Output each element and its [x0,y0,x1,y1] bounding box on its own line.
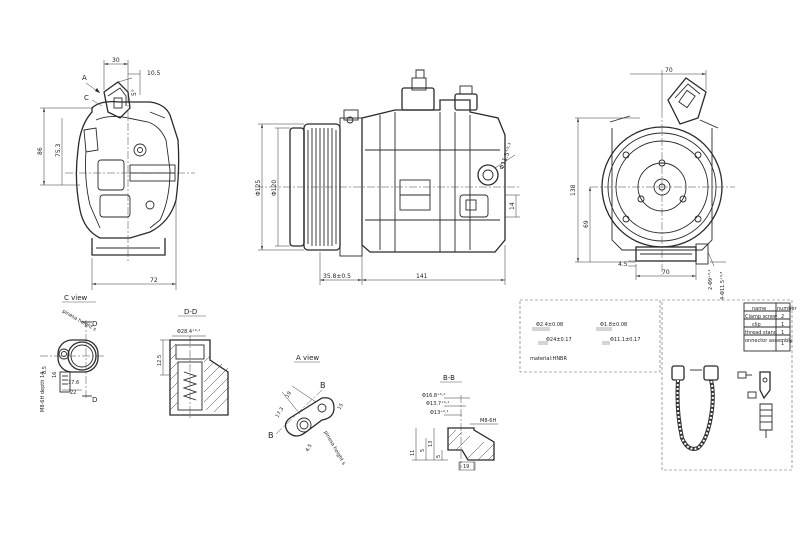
a-view-title: A view [296,354,319,362]
front-left-view: 30 10.5 5° A C 86 75.3 72 [37,57,195,290]
oring-label-1: Φ2.4±0.08 [536,322,563,328]
c-view-d-bottom: D [92,396,97,404]
bb-title: B-B [443,374,455,382]
c-dim-16: 16 [52,372,58,378]
bb-dim-phi-16-8: Φ16.8⁺⁰·¹ [422,393,445,399]
table-row-4-number: 1 [781,341,784,347]
center-side-view: Φ125 Φ120 Φ11.5⁺⁰·³ 14 35.8±0.5 141 [255,69,520,285]
oring-label-4: Φ11.1±0.17 [610,337,640,343]
b-b-view: B-B Φ16.8⁺⁰·¹ Φ13.7⁺⁰·¹ Φ13⁺⁰·¹ M8-6H 11… [410,374,498,471]
label-4-phi-11-5: 4-Φ11.5⁺⁰·³ [720,272,726,300]
dim-141: 141 [416,273,428,280]
bb-dim-19: 19 [463,464,469,470]
c-thread: M8-6H depth 14 [40,372,46,412]
oring-label-2: Φ1.8±0.08 [600,322,627,328]
d-d-view: D-D Φ28.4⁺⁰·¹ 12.5 [157,308,229,420]
letter-a: A [82,74,87,82]
a-view-b-top: B [320,381,326,390]
label-2-phi-9: 2-Φ9⁺⁰·¹ [708,270,714,290]
table-row-1-name: Clamp screw [745,314,777,320]
bb-dim-11: 11 [410,450,416,456]
dim-top-70: 70 [665,67,673,74]
dim-75-3: 75.3 [55,143,62,157]
dim-angle: 5° [131,89,138,96]
table-row-4-name: onnector assembly [745,338,793,344]
a-view: A view B B 19 17.3 4.5 15 pinesa height … [268,354,347,466]
table-row-1-number: 2 [781,314,784,320]
dim-top-30: 30 [112,57,120,64]
c-view-title: C view [64,294,88,302]
dim-bottom-70: 70 [662,269,670,276]
a-view-b-bottom: B [268,431,274,440]
dim-4-5: 4.5 [618,261,628,268]
c-dim-8-5: 8.5 [42,366,48,374]
bb-dim-13: 13 [428,441,434,447]
bb-dim-phi-13: Φ13⁺⁰·¹ [430,410,449,416]
c-view: C view pinesa height s D D 8.5 22 17.6 1… [40,294,104,412]
bb-dim-5a: 5 [420,449,426,452]
c-view-d-top: D [92,320,97,328]
dd-title: D-D [184,308,197,316]
dim-86: 86 [37,147,44,155]
dim-138: 138 [570,184,577,196]
label-phi-11-5: Φ11.5⁺⁰·³ [498,141,514,170]
a-dim-19: 19 [285,390,293,399]
c-dim-22: 22 [70,390,76,396]
a-dim-4-5: 4.5 [305,443,314,453]
table-row-3-name: thread stand [745,330,777,336]
parts-box: name number Clamp screw 2 clip 1 thread … [661,299,797,471]
dim-top-10-5: 10.5 [147,70,161,77]
oring-material: material:HNBR [530,356,567,362]
bb-dim-phi-13-7: Φ13.7⁺⁰·¹ [426,401,449,407]
oring-box: Φ2.4±0.08 Φ1.8±0.08 Φ24±0.17 Φ11.1±0.17 … [519,299,661,373]
table-row-2-name: clip [752,322,761,328]
dim-35-8: 35.8±0.5 [323,273,351,280]
a-dim-17-3: 17.3 [275,406,286,419]
table-header-name: name [752,306,766,312]
table-header-number: number [777,306,797,312]
dim-14: 14 [509,202,516,210]
table-row-2-number: 1 [781,322,784,328]
letter-c: C [84,94,89,102]
oring-label-3: Φ24±0.17 [546,337,572,343]
bb-dim-m8: M8-6H [480,418,496,424]
c-dim-17-6: 17.6 [68,380,79,386]
bb-dim-5b: 5 [436,455,442,458]
dim-phi-125: Φ125 [255,180,262,196]
dd-left-dim: 12.5 [157,355,163,366]
right-front-view: 70 138 69 4.5 70 2-Φ9⁺⁰·¹ 4-Φ11.5⁺⁰·³ [570,67,735,300]
a-dim-15: 15 [337,402,345,411]
dim-69: 69 [583,220,590,228]
dim-72: 72 [150,277,158,284]
dim-phi-120: Φ120 [271,180,278,196]
dd-top-label: Φ28.4⁺⁰·¹ [177,329,200,335]
a-view-label: pinesa height s [322,430,346,466]
table-row-3-number: 1 [781,330,784,336]
